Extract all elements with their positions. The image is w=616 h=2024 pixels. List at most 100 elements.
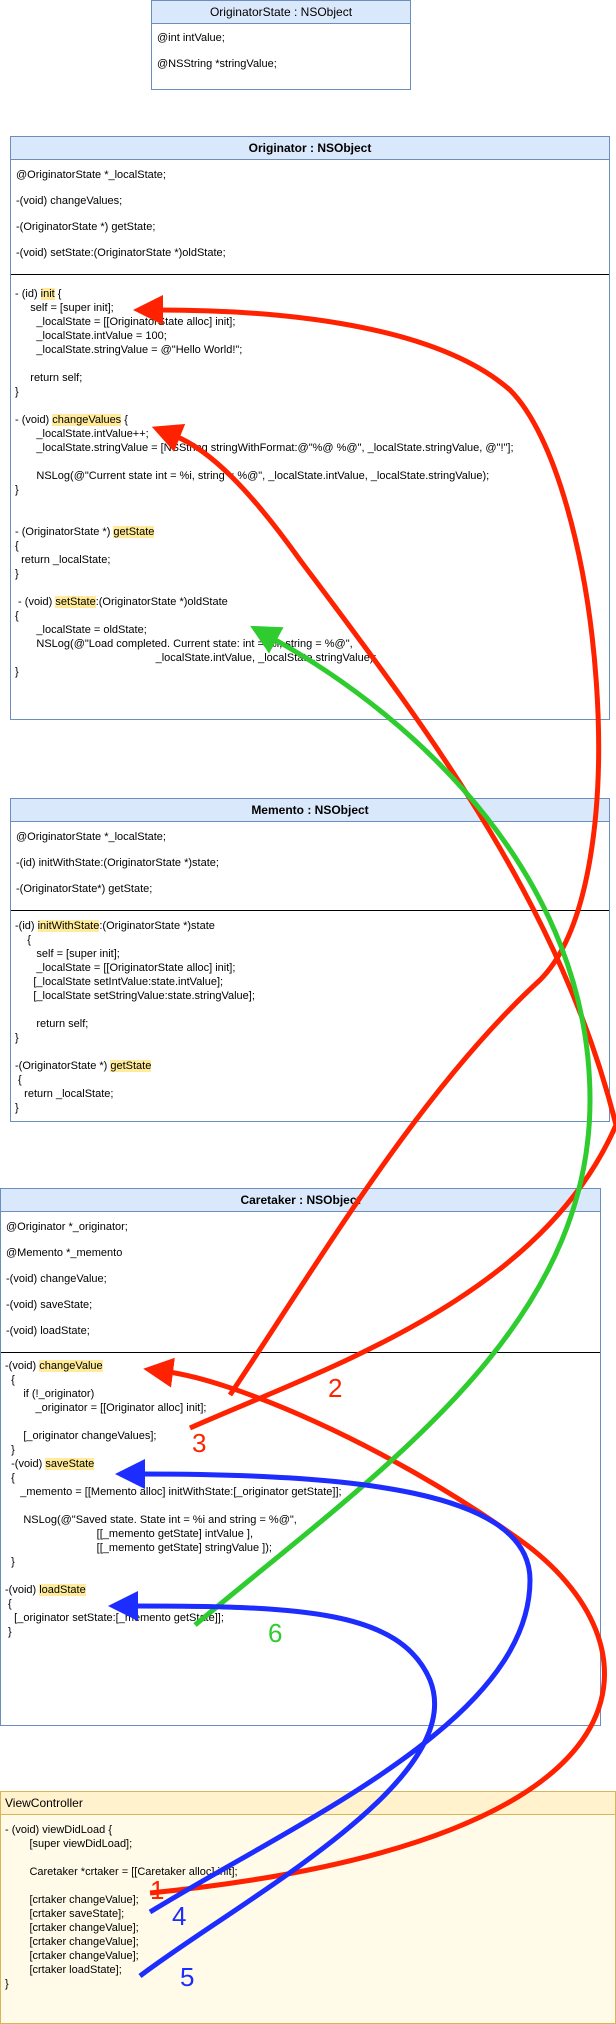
code-line: { <box>5 1471 596 1485</box>
code-line: } <box>15 567 605 581</box>
code-text: } <box>15 484 19 496</box>
code-line: } <box>5 1977 611 1991</box>
code-line: } <box>15 1031 605 1045</box>
memento-fields: @OriginatorState *_localState; -(id) ini… <box>11 822 609 911</box>
code-text: - (void) <box>15 596 56 608</box>
code-text: return self; <box>15 372 83 384</box>
code-text: { <box>15 610 19 622</box>
code-line: [_originator changeValues]; <box>5 1429 596 1443</box>
method-get-state-decl: -(OriginatorState*) getState; <box>16 883 153 895</box>
code-text: } <box>5 1978 9 1990</box>
field-memento: @Memento *_memento <box>6 1247 123 1259</box>
code-line: [[_memento getState] stringValue ]); <box>5 1541 596 1555</box>
code-text: [[_memento getState] intValue ], <box>5 1528 254 1540</box>
code-line: - (void) viewDidLoad { <box>5 1823 611 1837</box>
code-line: NSLog(@"Current state int = %i, string =… <box>15 469 605 483</box>
code-line: _localState.intValue++; <box>15 427 605 441</box>
code-line: } <box>15 483 605 497</box>
code-line: _originator = [[Originator alloc] init]; <box>5 1401 596 1415</box>
code-highlight: setState <box>55 596 96 608</box>
originator-code: - (id) init { self = [super init]; _loca… <box>11 275 609 685</box>
code-line: - (id) init { <box>15 287 605 301</box>
code-text: [_localState setIntValue:state.intValue]… <box>15 976 224 988</box>
caretaker-code: -(void) changeValue { if (!_originator) … <box>1 1353 600 1645</box>
originator-class: Originator : NSObject @OriginatorState *… <box>10 136 610 720</box>
code-line: { <box>5 1597 596 1611</box>
code-text: _localState = [[OriginatorState alloc] i… <box>15 962 236 974</box>
code-line: [_localState setStringValue:state.string… <box>15 989 605 1003</box>
code-line: [crtaker loadState]; <box>5 1963 611 1977</box>
memento-title: Memento : NSObject <box>11 799 609 822</box>
step-label-5: 5 <box>180 1962 195 1992</box>
caretaker-class: Caretaker : NSObject @Originator *_origi… <box>0 1188 601 1726</box>
step-label-6: 6 <box>268 1618 283 1648</box>
code-highlight: getState <box>113 526 155 538</box>
code-line: return _localState; <box>15 553 605 567</box>
view-controller-title: ViewController <box>1 1792 615 1815</box>
code-text: [crtaker changeValue]; <box>5 1950 139 1962</box>
step-label-3: 3 <box>192 1428 207 1458</box>
code-line: - (void) changeValues { <box>15 413 605 427</box>
code-text: _localState = oldState; <box>15 624 147 636</box>
code-line: -(void) loadState <box>5 1583 596 1597</box>
code-text: Caretaker *crtaker = [[Caretaker alloc] … <box>5 1866 238 1878</box>
code-line: -(void) saveState <box>5 1457 596 1471</box>
method-save-state-decl: -(void) saveState; <box>6 1299 93 1311</box>
field-int-value: @int intValue; <box>157 32 225 44</box>
code-text: { <box>5 1598 12 1610</box>
code-line <box>15 399 605 413</box>
code-text: -(id) <box>15 920 38 932</box>
code-text: self = [super init]; <box>15 302 114 314</box>
code-text: _memento = [[Memento alloc] initWithStat… <box>5 1486 342 1498</box>
code-line: [[_memento getState] intValue ], <box>5 1527 596 1541</box>
code-text: _localState.stringValue = [NSString stri… <box>15 442 514 454</box>
code-line: } <box>15 1101 605 1115</box>
code-text: [crtaker saveState]; <box>5 1908 125 1920</box>
code-line: { <box>5 1373 596 1387</box>
code-line: Caretaker *crtaker = [[Caretaker alloc] … <box>5 1865 611 1879</box>
code-text: _localState.intValue, _localState.string… <box>15 652 377 664</box>
code-text: self = [super init]; <box>15 948 120 960</box>
code-text: - (OriginatorState *) <box>15 526 114 538</box>
code-line <box>5 1569 596 1583</box>
step-label-2: 2 <box>328 1373 343 1403</box>
code-text: NSLog(@"Saved state. State int = %i and … <box>5 1514 297 1526</box>
code-text: -(void) <box>5 1584 40 1596</box>
field-local-state: @OriginatorState *_localState; <box>16 831 166 843</box>
code-text: _localState = [[OriginatorState alloc] i… <box>15 316 236 328</box>
originator-title: Originator : NSObject <box>11 137 609 160</box>
code-line: [crtaker saveState]; <box>5 1907 611 1921</box>
code-text: } <box>15 1032 19 1044</box>
code-line: self = [super init]; <box>15 301 605 315</box>
code-text: _localState.stringValue = @"Hello World!… <box>15 344 243 356</box>
code-line: { <box>15 609 605 623</box>
code-text: :(OriginatorState *)state <box>99 920 215 932</box>
memento-class: Memento : NSObject @OriginatorState *_lo… <box>10 798 610 1122</box>
code-text: } <box>15 568 19 580</box>
step-label-4: 4 <box>172 1901 187 1931</box>
originator-state-class: OriginatorState : NSObject @int intValue… <box>151 0 411 90</box>
code-highlight: changeValues <box>52 414 122 426</box>
code-text: -(OriginatorState *) <box>15 1060 111 1072</box>
code-line: _localState = oldState; <box>15 623 605 637</box>
method-load-state-decl: -(void) loadState; <box>6 1325 90 1337</box>
code-line: _localState = [[OriginatorState alloc] i… <box>15 315 605 329</box>
method-set-state-decl: -(void) setState:(OriginatorState *)oldS… <box>16 247 226 259</box>
code-line: -(id) initWithState:(OriginatorState *)s… <box>15 919 605 933</box>
code-line: _localState = [[OriginatorState alloc] i… <box>15 961 605 975</box>
code-line <box>5 1415 596 1429</box>
code-text: if (!_originator) <box>5 1388 95 1400</box>
method-change-values-decl: -(void) changeValues; <box>16 195 123 207</box>
code-line: -(OriginatorState *) getState <box>15 1059 605 1073</box>
code-line: if (!_originator) <box>5 1387 596 1401</box>
code-text: } <box>15 1102 19 1114</box>
code-text: return self; <box>15 1018 89 1030</box>
code-text: { <box>54 288 62 300</box>
code-line: } <box>5 1443 596 1457</box>
code-line: [_localState setIntValue:state.intValue]… <box>15 975 605 989</box>
code-line <box>5 1851 611 1865</box>
code-text: [_localState setStringValue:state.string… <box>15 990 255 1002</box>
code-text: - (void) viewDidLoad { <box>5 1824 112 1836</box>
code-text: { <box>15 1074 22 1086</box>
code-line <box>15 581 605 595</box>
